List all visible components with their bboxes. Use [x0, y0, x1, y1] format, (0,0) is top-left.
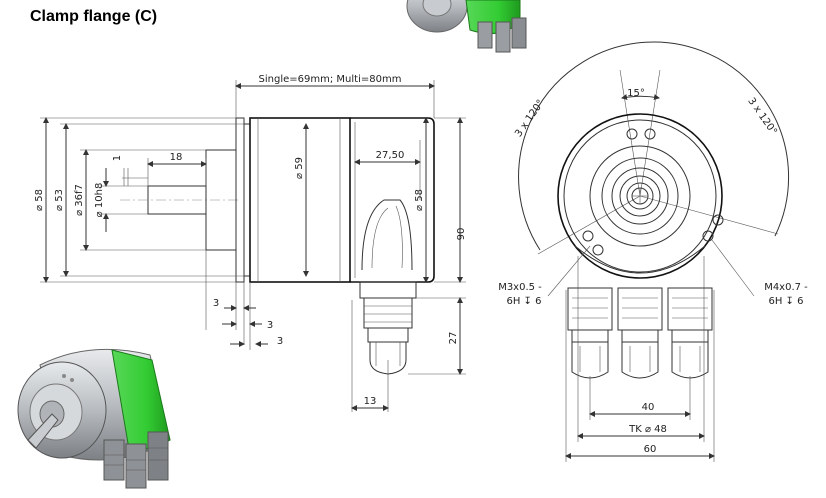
connector-middle	[617, 287, 663, 379]
dim-tk48: TK ⌀ 48	[628, 424, 667, 435]
dim-3-b: 3	[267, 320, 273, 331]
dim-27: 27	[448, 332, 459, 345]
encoder-render-top	[406, 0, 527, 53]
page-title: Clamp flange (C)	[30, 8, 158, 25]
dim-3-a: 3	[213, 298, 219, 309]
front-view: 15° 3 x 120° 3 x 120° M3x0.5 - 6H ↧ 6 M4…	[498, 41, 808, 462]
angle-left-3x120: 3 x 120°	[513, 98, 547, 139]
connector-right	[667, 287, 713, 379]
dim-d59: ⌀ 59	[294, 157, 305, 179]
dim-90: 90	[456, 228, 467, 241]
dim-60: 60	[644, 444, 657, 455]
dim-d58-left: ⌀ 58	[34, 189, 45, 211]
dim-3-c: 3	[277, 336, 283, 347]
thread-left-line2: 6H ↧ 6	[507, 296, 542, 307]
dim-13: 13	[364, 396, 377, 407]
angle-15: 15°	[627, 88, 645, 99]
length-label: Single=69mm; Multi=80mm	[259, 74, 402, 85]
dim-d53: ⌀ 53	[54, 189, 65, 211]
dim-d10h8: ⌀ 10h8	[94, 183, 105, 218]
dim-40: 40	[642, 402, 655, 413]
dim-1: 1	[112, 155, 123, 161]
dim-d58-right: ⌀ 58	[414, 189, 425, 211]
side-view: Single=69mm; Multi=80mm ⌀ 58 ⌀ 53 ⌀ 36f7…	[34, 74, 467, 412]
thread-left-line1: M3x0.5 -	[498, 282, 542, 293]
dim-d36f7: ⌀ 36f7	[74, 184, 85, 216]
dim-27-50: 27,50	[376, 150, 405, 161]
thread-right-line2: 6H ↧ 6	[769, 296, 804, 307]
dim-18: 18	[170, 152, 183, 163]
connector-left	[567, 287, 613, 379]
thread-right-line1: M4x0.7 -	[764, 282, 808, 293]
encoder-render-bottom	[17, 348, 171, 489]
